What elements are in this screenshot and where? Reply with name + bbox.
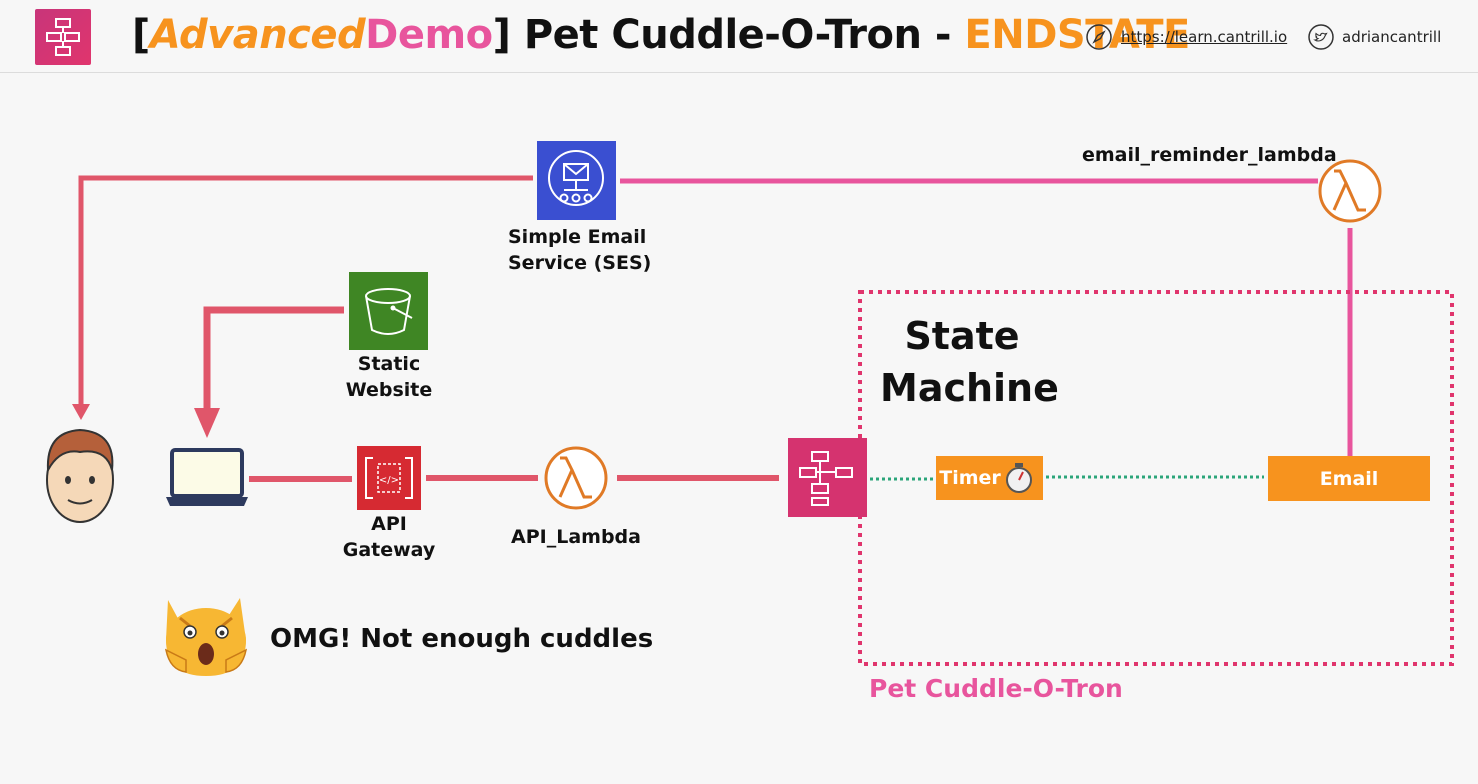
twitter-handle[interactable]: adriancantrill: [1342, 28, 1442, 46]
api-lambda-icon: [544, 446, 608, 510]
screaming-cat-emoji-icon: [164, 598, 248, 676]
api-gateway-label: API Gateway: [342, 513, 436, 561]
page-title: [AdvancedDemo] Pet Cuddle-O-Tron - ENDST…: [132, 12, 1190, 58]
api-lambda-label: API_Lambda: [511, 526, 641, 548]
ses-label: Simple Email Service (SES): [508, 226, 652, 274]
twitter-icon: [1308, 24, 1334, 50]
ses-to-user-arrowhead: [72, 404, 90, 420]
email-lambda-icon: [1318, 159, 1382, 223]
email-state-box: Email: [1268, 456, 1430, 501]
s3-bucket-icon: [349, 272, 428, 350]
state-machine-title: State Machine: [880, 314, 1059, 410]
omg-caption: OMG! Not enough cuddles: [270, 624, 654, 654]
step-functions-logo-icon: [35, 9, 91, 65]
header-bar: [AdvancedDemo] Pet Cuddle-O-Tron - ENDST…: [0, 0, 1478, 73]
stopwatch-icon: [1006, 463, 1032, 493]
ses-to-user-arrow: [78, 175, 533, 406]
svg-text:</>: </>: [379, 475, 399, 486]
s3-to-laptop-arrow: [203, 306, 344, 412]
ses-icon: [537, 141, 616, 220]
step-functions-icon: [788, 438, 867, 517]
laptop-icon: [166, 448, 248, 506]
s3-label: Static Website: [345, 353, 433, 401]
api-gateway-icon: </>: [357, 446, 421, 510]
compass-icon: [1086, 24, 1112, 50]
user-avatar-icon: [46, 428, 114, 523]
website-link[interactable]: https://learn.cantrill.io: [1121, 28, 1288, 46]
state-machine-group-label: Pet Cuddle-O-Tron: [869, 674, 1123, 703]
s3-to-laptop-arrowhead: [194, 408, 220, 438]
email-lambda-label: email_reminder_lambda: [1082, 144, 1337, 166]
state-machine-group-border: [858, 290, 1454, 666]
timer-state-label: Timer: [936, 456, 1004, 500]
